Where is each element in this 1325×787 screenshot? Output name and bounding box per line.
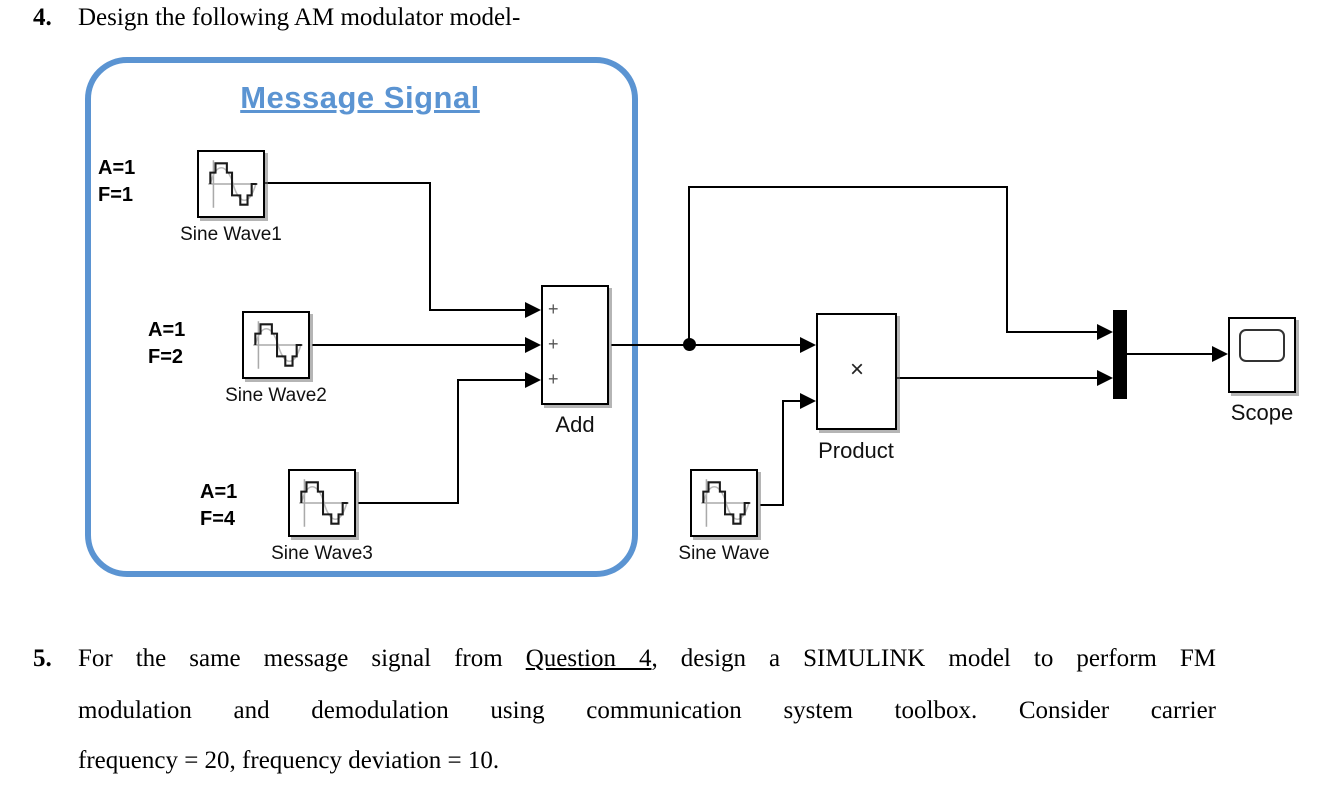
wire-arrowhead [525,337,541,353]
wire-segment [611,344,802,346]
wire-segment [312,344,527,346]
sine-wave-icon [253,321,303,369]
carrier-sine-wave-block [690,469,758,537]
wire-arrowhead [525,372,541,388]
annotation-frequency: F=1 [98,184,134,206]
question-4-number: 4. [33,4,52,31]
product-label: Product [818,438,894,463]
wire-segment [429,182,431,311]
wire-arrowhead [1097,370,1113,386]
wire-segment [1127,353,1216,355]
wire-arrowhead [800,393,816,409]
question-5-line3: frequency = 20, frequency deviation = 10… [78,747,500,774]
annotation-amplitude: A=1 [98,157,136,179]
add-port-plus-1: + [548,299,559,319]
carrier-sine-wave-label: Sine Wave [678,543,770,564]
question-4-text: Design the following AM modulator model- [78,4,521,31]
multiply-icon: × [849,356,864,383]
wire-segment [358,502,459,504]
sine-wave1-block [197,150,265,218]
wire-arrowhead [1097,324,1113,340]
wire-segment [688,186,690,345]
sine-wave2-label: Sine Wave2 [225,385,327,406]
sine-wave3-block [288,469,356,537]
product-block [816,313,897,430]
annotation-frequency: F=4 [200,508,236,530]
wire-segment [457,379,527,381]
wire-segment [782,400,802,402]
wire-arrowhead [800,337,816,353]
add-port-plus-3: + [548,369,559,389]
wire-segment [429,309,527,311]
sine-wave1-annotation: A=1 F=1 [98,155,135,209]
question-4-reference: Question 4 [525,645,652,672]
annotation-amplitude: A=1 [148,319,186,341]
wire-segment [1006,186,1008,333]
sine-wave-icon [701,479,751,527]
sine-wave2-block [242,311,310,379]
sine-wave2-annotation: A=1 F=2 [148,317,185,371]
wire-segment [782,400,784,506]
wire-segment [760,504,784,506]
message-signal-box [85,57,638,577]
sine-wave-icon [299,479,349,527]
annotation-amplitude: A=1 [200,481,238,503]
question-5-line1: For the same message signal from Questio… [78,645,1216,673]
sine-wave3-label: Sine Wave3 [271,543,373,564]
message-signal-title: Message Signal [240,80,480,115]
scope-label: Scope [1230,400,1294,425]
wire-segment [1006,331,1099,333]
scope-screen-icon [1239,329,1285,362]
add-port-plus-2: + [548,334,559,354]
mux-block [1113,310,1127,399]
add-block [541,285,609,405]
wire-segment [897,377,1099,379]
question-5-line2: modulation and demodulation using commun… [78,697,1216,724]
wire-segment [457,379,459,504]
sine-wave-icon [208,160,258,208]
q5-line1-pre: For the same message signal from [78,645,526,672]
wire-segment [265,182,431,184]
sine-wave3-annotation: A=1 F=4 [200,479,237,533]
wire-arrowhead [1212,346,1228,362]
scope-block [1228,317,1296,393]
add-label: Add [555,412,595,437]
q5-line1-post: , design a SIMULINK model to perform FM [651,645,1217,672]
wire-segment [688,186,1008,188]
question-5-number: 5. [33,645,52,672]
sine-wave1-label: Sine Wave1 [180,224,282,245]
annotation-frequency: F=2 [148,346,184,368]
wire-arrowhead [525,302,541,318]
